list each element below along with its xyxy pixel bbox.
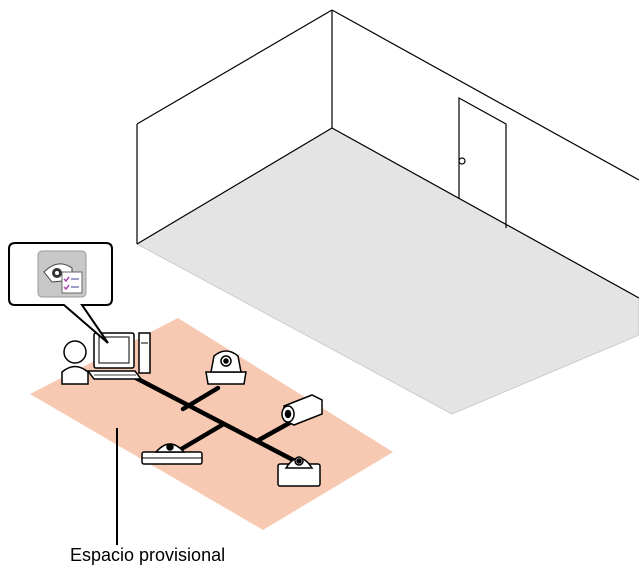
pc-tower [138,332,151,374]
room-left-wall-bottom-edge [136,127,333,245]
dome-camera-icon [141,443,203,465]
app-settings-icon [37,250,87,298]
dome-camera-icon-2 [277,456,321,487]
caption-label: Espacio provisional [70,545,226,565]
network-cable [133,375,300,465]
room-left-wall-top-edge [136,9,333,125]
user-icon [61,340,89,385]
pc-icon [86,332,151,380]
room-right-wall-top-edge [331,9,639,181]
door-knob [458,157,466,165]
app-callout [8,242,113,344]
box-camera-icon [281,394,323,426]
room-outline [136,9,639,415]
room-floor [137,128,639,414]
ptz-camera-icon [205,350,247,385]
room-right-wall-bottom-edge [331,127,639,299]
door-icon [458,96,507,228]
